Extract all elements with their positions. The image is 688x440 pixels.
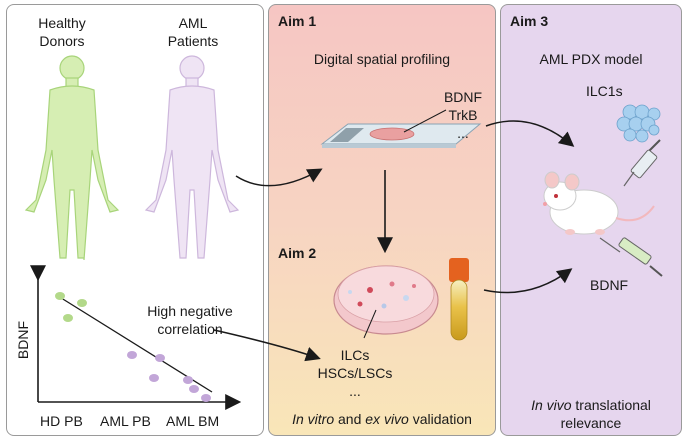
caption-and: and: [334, 411, 366, 427]
arrow-aim1-to-aim3: [485, 120, 575, 147]
healthy-donor-figure: [24, 55, 120, 261]
aml-bm-point: [183, 376, 193, 384]
annotation-line2: correlation: [157, 321, 223, 337]
aim2-caption: In vitro and ex vivo validation: [268, 410, 496, 428]
aml-bm-point: [201, 394, 211, 402]
aim3-caption-line1: In vivo translational: [500, 396, 682, 414]
mouse-icon: [543, 171, 655, 235]
ilc1s-label: ILC1s: [586, 83, 623, 99]
y-axis-label: BDNF: [15, 320, 31, 360]
aim2-title: Aim 2: [278, 245, 317, 261]
scatter-axes: [30, 265, 242, 410]
petri-dish-icon: [333, 265, 439, 339]
ilc1-cells-icon: [616, 104, 661, 143]
x-tick-aml-pb: AML PB: [100, 413, 151, 429]
aims-1-2-panel: [268, 4, 496, 436]
cell-ilcs: ILCs: [340, 347, 370, 363]
aml-line2: Patients: [167, 33, 219, 49]
annotation-line1: High negative: [147, 303, 233, 319]
caption-in-vitro: In vitro: [292, 411, 335, 427]
cell-hscs-lscs: HSCs/LSCs: [317, 365, 393, 381]
correlation-annotation: High negative correlation: [130, 302, 250, 338]
hd-point: [55, 292, 65, 300]
aim1-markers: BDNF TrkB ...: [438, 88, 488, 142]
aim3-model: AML PDX model: [539, 51, 643, 67]
arrow-to-aim2: [213, 329, 321, 362]
blood-tube-icon: [449, 258, 469, 341]
aml-patients-label: AML Patients: [148, 14, 238, 50]
caption-in-vivo: In vivo: [531, 397, 572, 413]
arrow-to-aim1: [235, 168, 323, 187]
aml-pb-point: [149, 374, 159, 382]
scatter-points: [55, 292, 211, 402]
caption-validation: validation: [408, 411, 472, 427]
x-tick-aml-bm: AML BM: [166, 413, 220, 429]
regression-line: [57, 295, 213, 393]
aim3-caption-line2: relevance: [560, 415, 622, 431]
aml-bm-point: [189, 385, 199, 393]
aim2-cells: ILCs HSCs/LSCs ...: [300, 346, 410, 400]
aml-pb-point: [127, 351, 137, 359]
marker-trkb: TrkB: [448, 107, 478, 123]
aim1-subtitle: Digital spatial profiling: [313, 51, 451, 67]
aim3-bdnf-label: BDNF: [590, 277, 629, 293]
syringe-bdnf-icon: [599, 237, 663, 277]
tissue-slide-icon: [320, 109, 482, 148]
caption-ex-vivo: ex vivo: [365, 411, 409, 427]
cohort-panel: [6, 4, 264, 436]
aml-line1: AML: [178, 15, 208, 31]
aim3-caption: In vivo translational relevance: [500, 396, 682, 432]
aml-pb-point: [155, 354, 165, 362]
x-tick-hd-pb: HD PB: [40, 413, 83, 429]
caption-translational: translational: [571, 397, 651, 413]
cell-ellipsis: ...: [349, 383, 361, 399]
hd-point: [63, 314, 73, 322]
aim1-title: Aim 1: [278, 13, 317, 29]
marker-ellipsis: ...: [457, 125, 469, 141]
aim3-title: Aim 3: [510, 13, 549, 29]
healthy-donors-label: Healthy Donors: [22, 14, 102, 50]
aml-patient-figure: [144, 55, 240, 259]
marker-bdnf: BDNF: [443, 89, 483, 105]
healthy-line2: Donors: [39, 33, 85, 49]
hd-point: [77, 299, 87, 307]
syringe-icon: [623, 139, 661, 187]
arrow-aim2-to-aim3: [483, 268, 573, 294]
healthy-line1: Healthy: [38, 15, 86, 31]
